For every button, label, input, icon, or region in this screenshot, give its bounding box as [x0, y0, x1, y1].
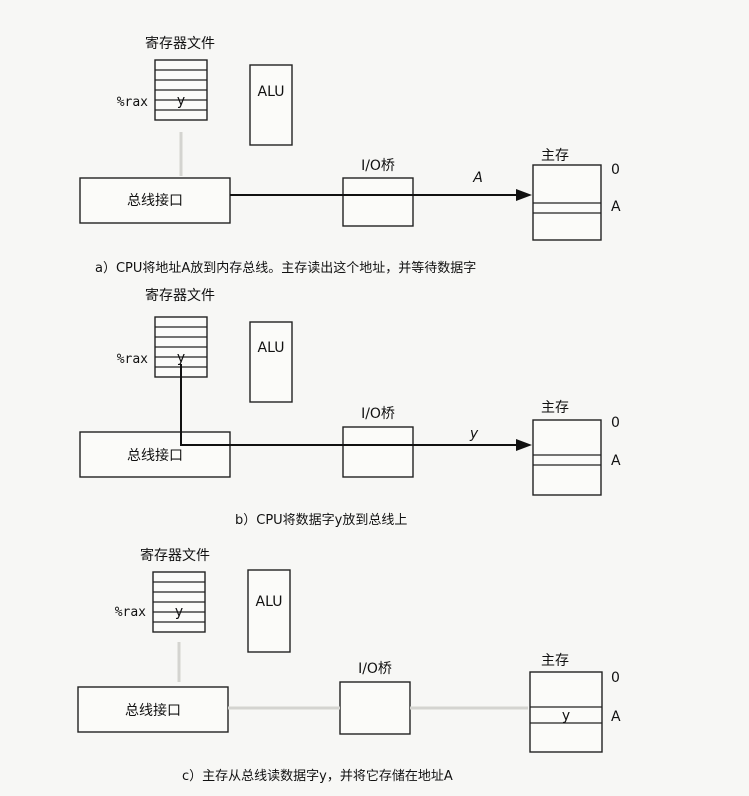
io-bridge	[342, 177, 414, 227]
register-file: y	[154, 59, 208, 121]
io-bridge	[339, 681, 411, 735]
bus-signal: A	[472, 170, 483, 186]
memory-address-a: A	[611, 199, 621, 215]
io-bridge-label: I/O桥	[361, 158, 395, 174]
register-file-title: 寄存器文件	[145, 35, 215, 52]
alu-box: ALU	[249, 64, 293, 146]
register-value: y	[177, 93, 185, 109]
register-name: %rax	[115, 605, 146, 620]
bus-interface-label: 总线接口	[127, 192, 183, 209]
io-bridge	[342, 426, 414, 478]
register-name: %rax	[117, 352, 148, 367]
memory-address-zero: 0	[611, 670, 620, 686]
register-value: y	[177, 350, 185, 366]
register-file: y	[152, 571, 206, 633]
panel-c: 寄存器文件 y %rax ALU 总线接口 I/O桥 主存	[77, 547, 621, 784]
bus-interface: 总线接口	[79, 177, 231, 224]
memory-address-zero: 0	[611, 415, 620, 431]
alu-box: ALU	[249, 321, 293, 403]
register-name: %rax	[117, 95, 148, 110]
alu-label: ALU	[258, 84, 285, 100]
main-memory	[532, 164, 602, 241]
caption-c: c）主存从总线读数据字y，并将它存储在地址A	[182, 768, 453, 784]
alu-label: ALU	[258, 340, 285, 356]
caption-b: b）CPU将数据字y放到总线上	[235, 513, 407, 528]
panel-a: 寄存器文件 y %rax ALU 总线接口 I/O桥 A 主存	[79, 35, 621, 276]
main-memory: y	[529, 671, 603, 753]
main-memory-title: 主存	[541, 653, 569, 669]
bus-signal: y	[469, 426, 479, 442]
memory-address-a: A	[611, 709, 621, 725]
panel-b: 寄存器文件 y %rax ALU 总线接口 I/O桥 y 主存	[79, 287, 621, 528]
io-bridge-label: I/O桥	[361, 406, 395, 422]
main-memory-title: 主存	[541, 148, 569, 164]
bus-interface-label: 总线接口	[127, 447, 183, 464]
memory-address-zero: 0	[611, 162, 620, 178]
memory-address-a: A	[611, 453, 621, 469]
bus-interface: 总线接口	[77, 686, 229, 733]
alu-box: ALU	[247, 569, 291, 653]
register-file-title: 寄存器文件	[145, 287, 215, 304]
main-memory-title: 主存	[541, 400, 569, 416]
io-bridge-label: I/O桥	[358, 661, 392, 677]
bus-interface: 总线接口	[79, 431, 231, 478]
caption-a: a）CPU将地址A放到内存总线。主存读出这个地址，并等待数据字	[95, 260, 476, 276]
register-value: y	[175, 604, 183, 620]
main-memory	[532, 419, 602, 496]
bus-interface-label: 总线接口	[125, 702, 181, 719]
memory-cell-value: y	[562, 708, 570, 724]
register-file-title: 寄存器文件	[140, 547, 210, 564]
alu-label: ALU	[256, 594, 283, 610]
